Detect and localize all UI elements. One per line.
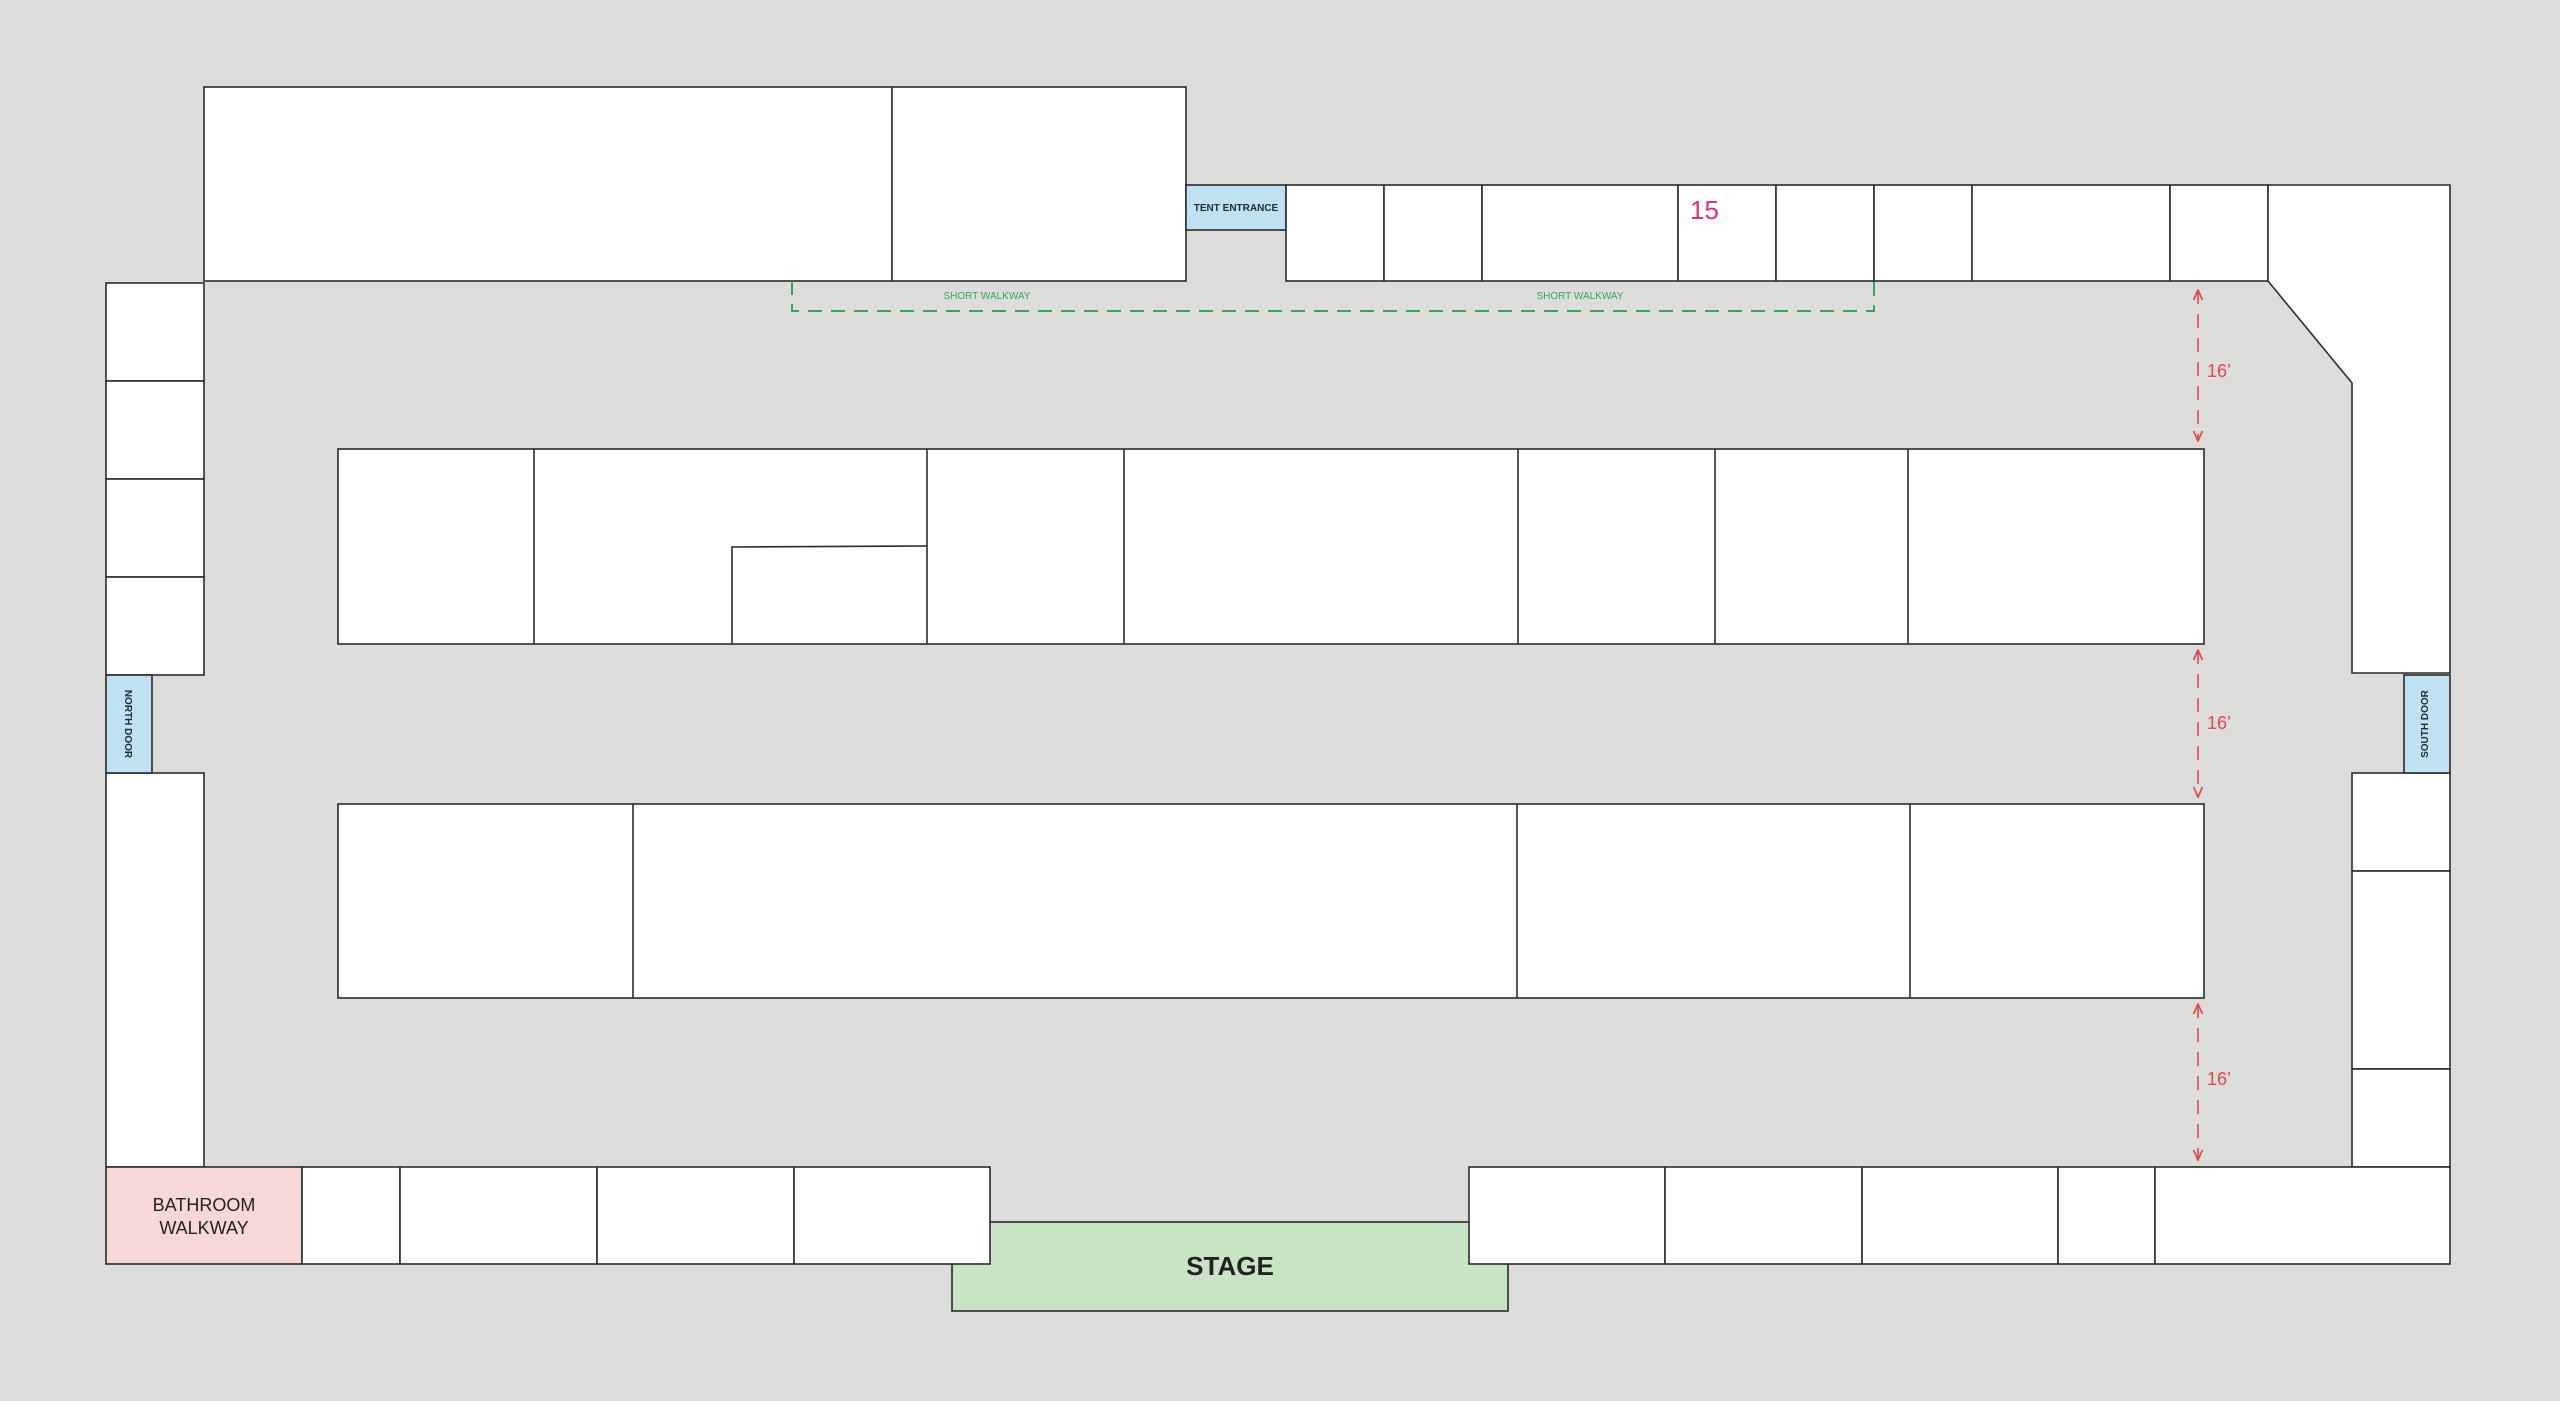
north-door-label: NORTH DOOR: [122, 690, 133, 759]
booth-bottom-left-2[interactable]: [399, 1166, 598, 1265]
booth-top-5[interactable]: [1775, 184, 1875, 282]
center-island-upper: [337, 448, 2205, 645]
booth-top-8[interactable]: [2169, 184, 2269, 282]
booth-15-number: 15: [1690, 195, 1719, 225]
bottom-right-booth-row: [1468, 1166, 2451, 1265]
booth-top-left-right[interactable]: [891, 86, 1187, 282]
dimension-label-top: 16’: [2207, 361, 2231, 381]
booth-right-3[interactable]: [2351, 1068, 2451, 1168]
booth-bottom-right-1[interactable]: [1468, 1166, 1666, 1265]
booth-top-6[interactable]: [1873, 184, 1973, 282]
booth-corner-top-right[interactable]: [2267, 184, 2451, 674]
booth-bottom-left-1[interactable]: [301, 1166, 401, 1265]
booth-bottom-left-4[interactable]: [793, 1166, 991, 1265]
bathroom-walkway[interactable]: [105, 1166, 303, 1265]
short-walkway-path: [791, 281, 1875, 312]
bathroom-walkway-label-line1: BATHROOM: [153, 1195, 256, 1215]
booth-top-1[interactable]: [1285, 184, 1385, 282]
booth-top-2[interactable]: [1383, 184, 1483, 282]
south-door[interactable]: [2403, 674, 2451, 774]
bottom-left-booth-row: [301, 1166, 991, 1265]
center-island-lower: [337, 803, 2205, 999]
booth-left-4[interactable]: [105, 576, 205, 676]
dimension-label-middle: 16’: [2207, 713, 2231, 733]
stage-label: STAGE: [1186, 1251, 1274, 1281]
bathroom-walkway-label-line2: WALKWAY: [159, 1218, 248, 1238]
booth-top-left-large[interactable]: [203, 86, 893, 282]
booth-top-3[interactable]: [1481, 184, 1679, 282]
short-walkway-label-right: SHORT WALKWAY: [1536, 291, 1623, 302]
island-upper-notch: [731, 545, 928, 644]
south-door-label: SOUTH DOOR: [2420, 689, 2431, 758]
stage[interactable]: [951, 1221, 1509, 1312]
island-lower-outline: [337, 803, 2205, 999]
booth-top-7[interactable]: [1971, 184, 2171, 282]
booth-bottom-left-3[interactable]: [596, 1166, 795, 1265]
dimension-indicators: 16’ 16’ 16’: [2198, 290, 2231, 1160]
booth-right-2[interactable]: [2351, 870, 2451, 1070]
booth-bottom-right-5[interactable]: [2154, 1166, 2451, 1265]
tent-entrance[interactable]: [1185, 184, 1287, 231]
booth-left-2[interactable]: [105, 380, 205, 480]
left-booth-column: [105, 282, 205, 1168]
north-door[interactable]: [105, 674, 153, 774]
short-walkway-label-left: SHORT WALKWAY: [943, 291, 1030, 302]
top-left-booth-block: [203, 86, 1187, 282]
tent-entrance-label: TENT ENTRANCE: [1194, 203, 1279, 214]
right-booth-column: [2351, 772, 2451, 1168]
booth-left-3[interactable]: [105, 478, 205, 578]
dimension-label-bottom: 16’: [2207, 1069, 2231, 1089]
booth-bottom-right-2[interactable]: [1664, 1166, 1863, 1265]
booth-bottom-right-4[interactable]: [2057, 1166, 2156, 1265]
booth-bottom-right-3[interactable]: [1861, 1166, 2059, 1265]
booth-left-tall[interactable]: [105, 772, 205, 1168]
top-booth-row: [1285, 184, 2269, 282]
booth-left-1[interactable]: [105, 282, 205, 382]
island-upper-outline: [337, 448, 2205, 645]
booth-right-1[interactable]: [2351, 772, 2451, 872]
booth-15[interactable]: [1677, 184, 1777, 282]
